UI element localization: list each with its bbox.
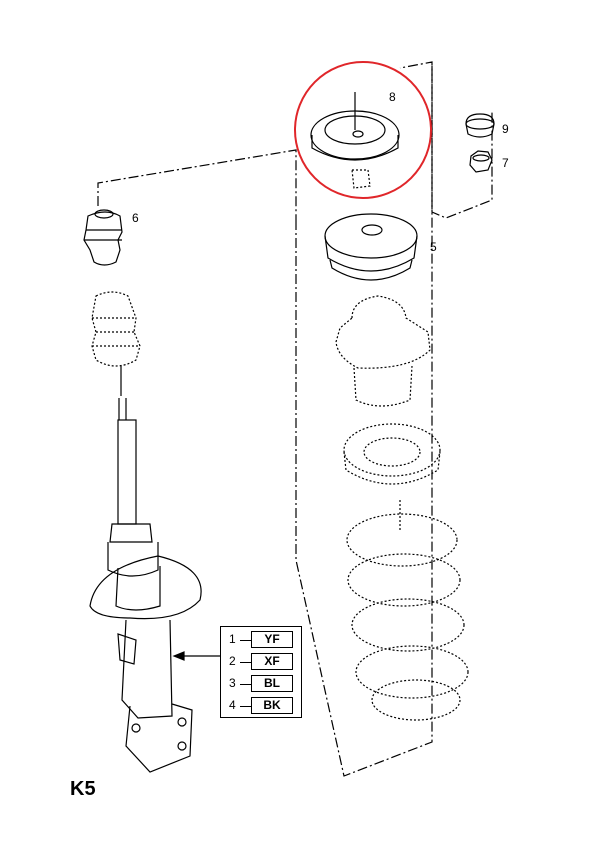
strut-part [89, 398, 202, 773]
legend-row: 1 YF [221, 629, 303, 652]
legend-code: BK [251, 697, 293, 714]
legend-num: 3 [229, 676, 236, 690]
spring-seat-part [343, 423, 441, 485]
coil-spring-part [346, 500, 469, 721]
legend-box: 1 YF 2 XF 3 BL 4 BK [220, 626, 302, 718]
nut-part [469, 150, 493, 173]
callout-part-5: 5 [430, 240, 437, 254]
callout-part-4: 6 [132, 211, 139, 225]
cap-part [465, 113, 495, 138]
bump-stop-lower-part [91, 291, 141, 367]
legend-code: YF [251, 631, 293, 648]
assembly-line-small [431, 66, 493, 219]
legend-num: 1 [229, 632, 236, 646]
legend-dash [240, 684, 251, 685]
highlight-circle [294, 61, 432, 199]
sheet-code: K5 [70, 778, 96, 800]
legend-num: 4 [229, 698, 236, 712]
legend-row: 4 BK [221, 695, 303, 718]
legend-dash [240, 662, 251, 663]
legend-num: 2 [229, 654, 236, 668]
legend-dash [240, 640, 251, 641]
assembly-line-left [97, 149, 297, 220]
top-mount-part [310, 92, 400, 189]
legend-dash [240, 706, 251, 707]
bump-stop-upper-part [83, 209, 123, 266]
legend-row: 3 BL [221, 673, 303, 696]
legend-code: BL [251, 675, 293, 692]
callout-part-2: 9 [502, 122, 509, 136]
bearing-part [324, 213, 418, 281]
dust-boot-part [335, 295, 431, 407]
legend-row: 2 XF [221, 651, 303, 674]
callout-part-3: 7 [502, 156, 509, 170]
callout-part-1: 8 [389, 90, 396, 104]
assembly-line-right [295, 61, 433, 777]
legend-code: XF [251, 653, 293, 670]
